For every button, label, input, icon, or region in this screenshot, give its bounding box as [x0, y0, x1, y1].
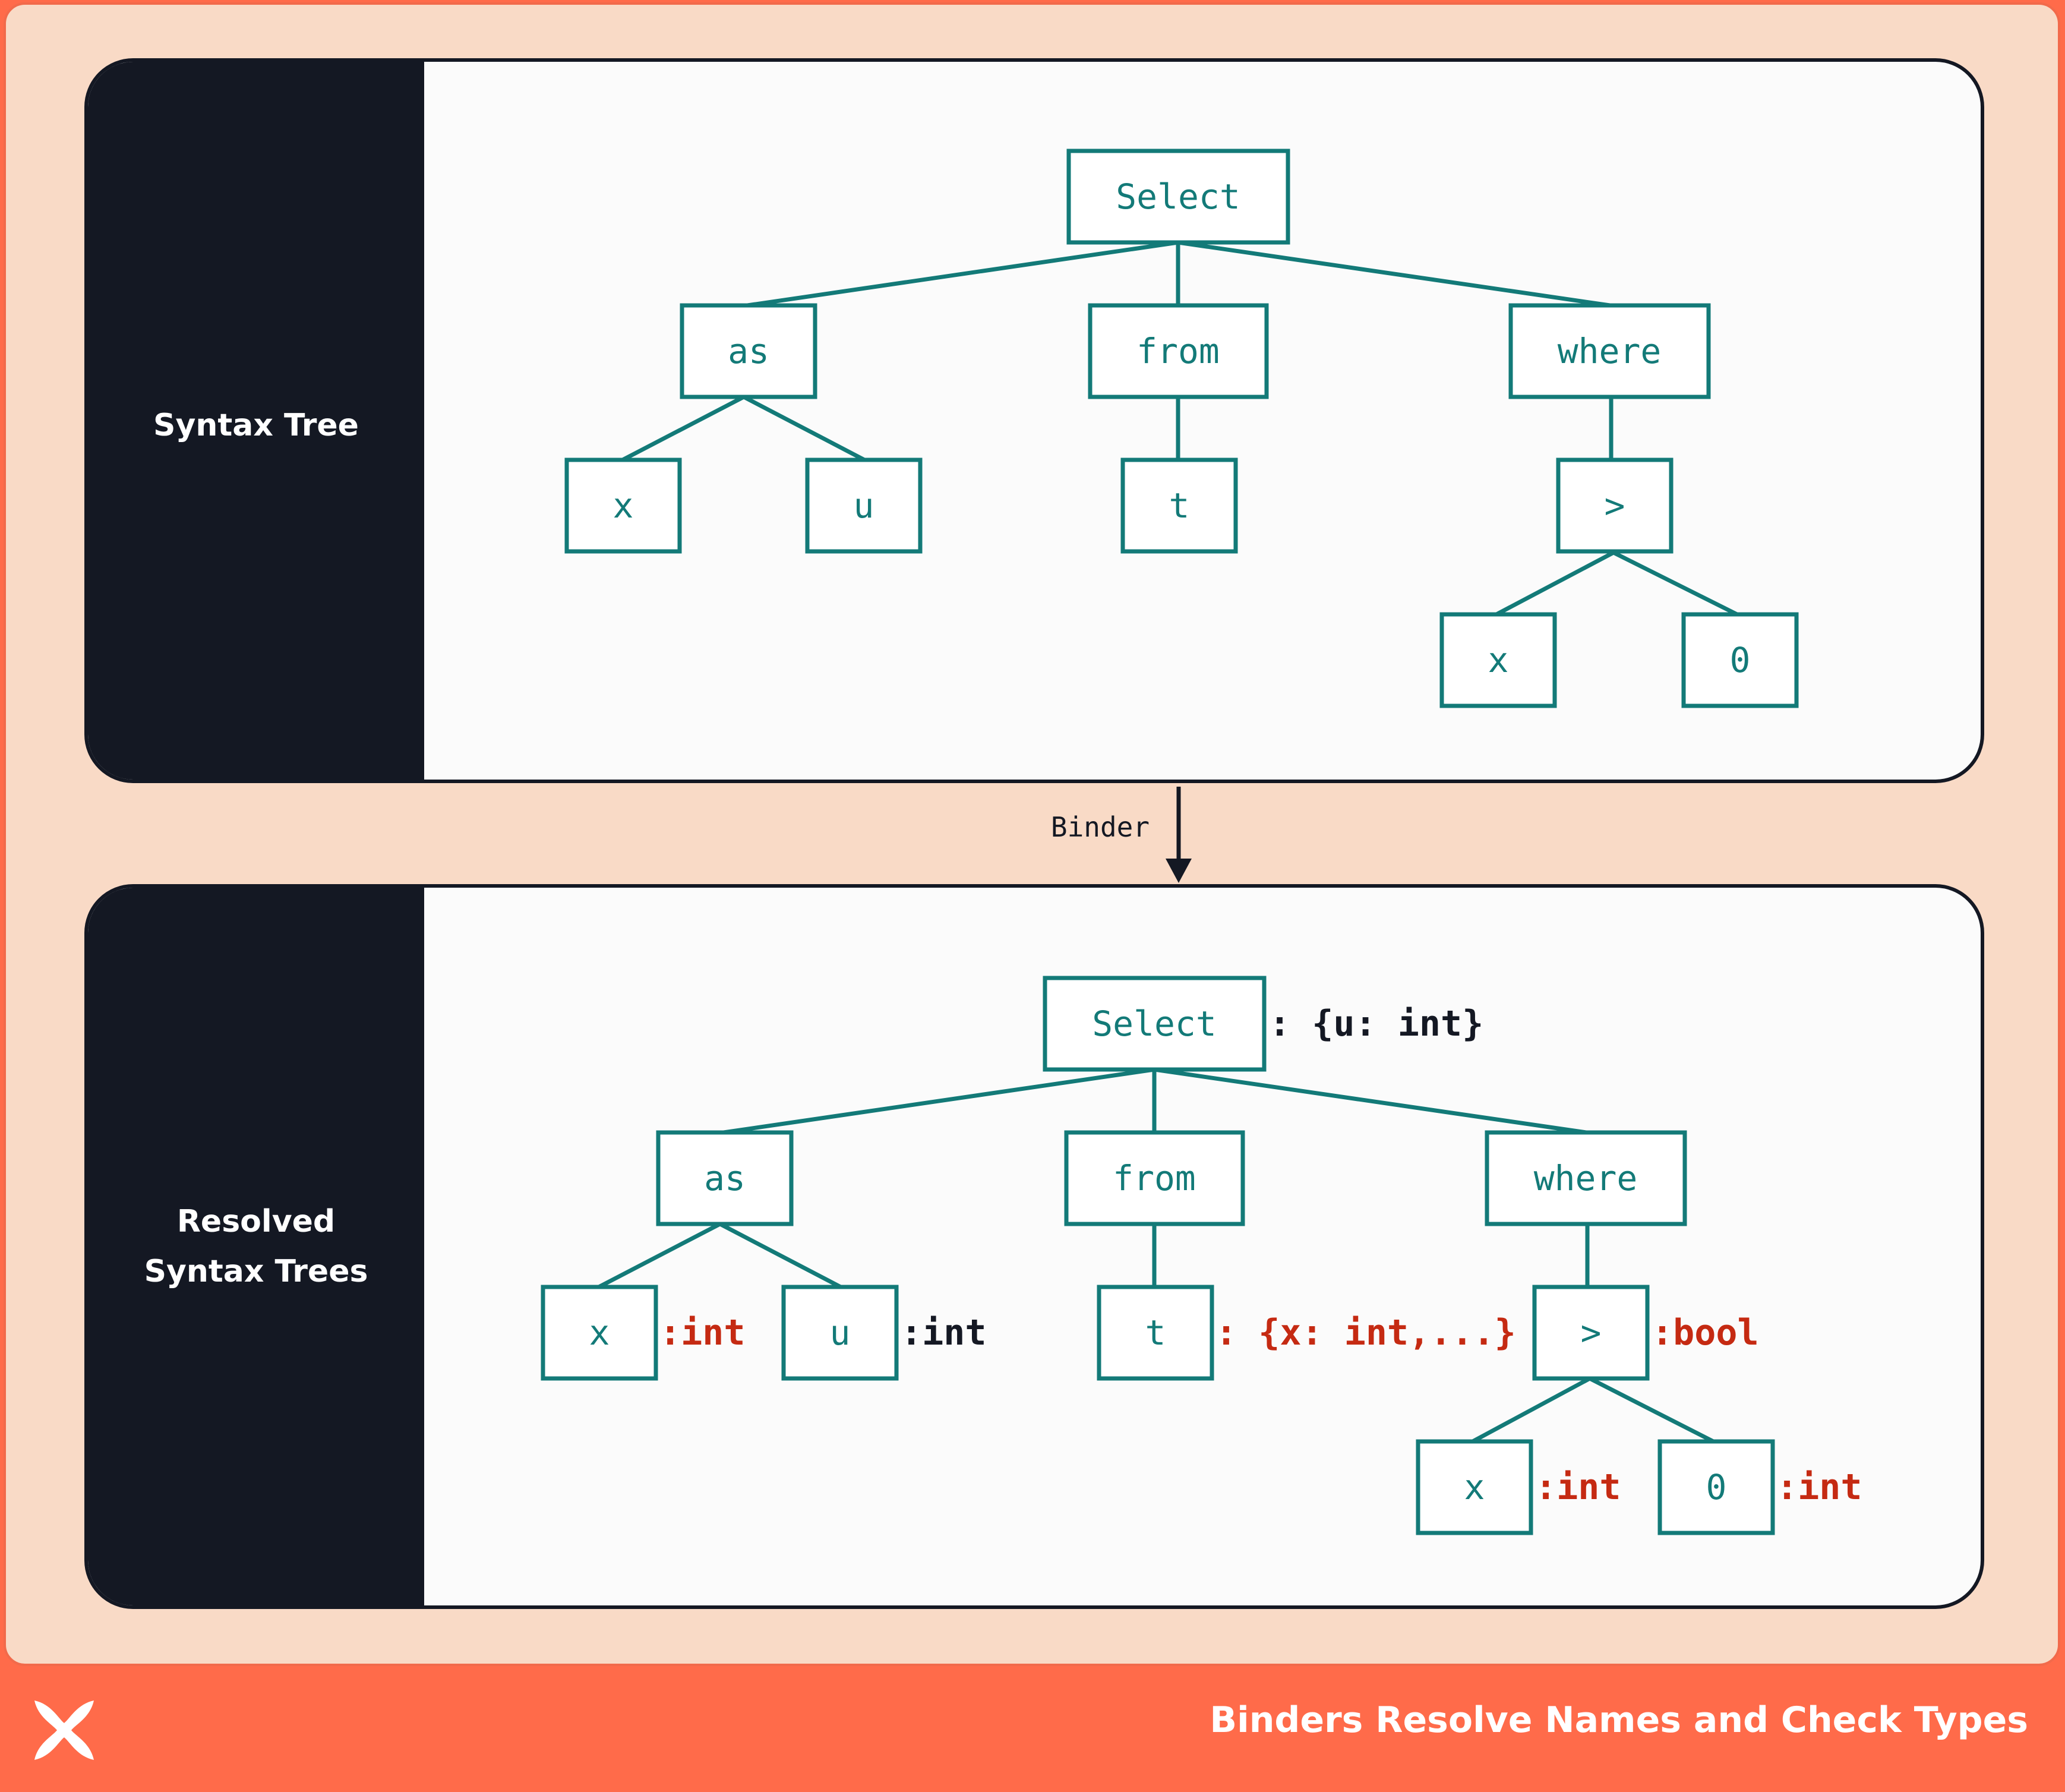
logo-icon [34, 1700, 94, 1760]
edge2-select-as [723, 1067, 1155, 1135]
node-select [1066, 149, 1290, 245]
node2-from-label: from [1113, 1158, 1196, 1198]
binder-label: Binder [1051, 811, 1150, 843]
node2-from [1064, 1130, 1245, 1226]
zero-type-annotation: :int [1776, 1466, 1862, 1508]
binder-arrow-head [1166, 859, 1192, 883]
tree1-nodes [564, 149, 1799, 708]
node2-select [1043, 976, 1267, 1072]
node2-zero [1657, 1439, 1775, 1535]
node2-x-label: x [589, 1313, 610, 1353]
node-t [1120, 458, 1238, 554]
node-as [680, 303, 817, 399]
edge-select-as [747, 240, 1179, 308]
node2-select-label: Select [1092, 1004, 1217, 1044]
node2-where-label: where [1534, 1158, 1638, 1198]
edge2-select-where [1154, 1067, 1587, 1135]
tree2-nodes [541, 976, 1775, 1535]
resolved-tree-label-line1: Resolved [176, 1204, 336, 1239]
node2-t-label: t [1145, 1313, 1166, 1353]
edge-gt-zero [1612, 550, 1738, 617]
node-as-label: as [728, 331, 769, 371]
edge2-gt-zero [1589, 1376, 1714, 1444]
node-u-label: u [854, 485, 874, 526]
node2-x [541, 1285, 658, 1381]
node-x [564, 458, 682, 554]
footer-title: Binders Resolve Names and Check Types [1210, 1699, 2028, 1741]
node-u [805, 458, 923, 554]
node2-x-child [1416, 1439, 1533, 1535]
node2-where [1485, 1130, 1687, 1226]
binder-arrow: Binder [1051, 787, 1192, 883]
tree2-labels: Select as from where x u t > x 0 [589, 1004, 1727, 1507]
node-where-label: where [1558, 331, 1662, 371]
edge-as-u [743, 395, 866, 462]
edge-select-where [1177, 240, 1611, 308]
node2-gt-label: > [1581, 1313, 1602, 1353]
t-type-annotation: : {x: int,...} [1215, 1312, 1516, 1354]
x-child-type-annotation: :int [1535, 1466, 1621, 1508]
node-gt [1556, 458, 1674, 554]
edge-gt-x [1495, 550, 1615, 617]
node-x-label: x [613, 485, 634, 526]
node-select-label: Select [1116, 176, 1240, 217]
tree1-labels: Select as from where x u t > x 0 [613, 176, 1751, 680]
syntax-tree-panel: Syntax Tree [84, 58, 1984, 783]
node2-t [1097, 1285, 1214, 1381]
node-x-child-label: x [1488, 640, 1509, 680]
syntax-tree-label: Syntax Tree [153, 408, 359, 443]
u-type-annotation: :int [901, 1312, 987, 1354]
select-type-annotation: : {u: int} [1269, 1003, 1483, 1045]
edge2-as-u [719, 1222, 842, 1289]
gt-type-annotation: :bool [1652, 1312, 1759, 1354]
node-from [1088, 303, 1269, 399]
node2-x-child-label: x [1464, 1467, 1485, 1507]
node2-u [781, 1285, 899, 1381]
node2-u-label: u [830, 1313, 851, 1353]
type-annotations: : {u: int} :int :int : {x: int,...} :boo… [659, 1003, 1862, 1508]
node2-as [656, 1130, 794, 1226]
node-zero-label: 0 [1730, 640, 1751, 680]
node-gt-label: > [1605, 485, 1625, 526]
node-t-label: t [1169, 485, 1190, 526]
resolved-tree-sidebar: Resolved Syntax Trees [88, 888, 424, 1605]
edge-as-x [621, 395, 745, 462]
tree2-edges [598, 1067, 1714, 1444]
edge2-gt-x [1472, 1376, 1591, 1444]
node2-zero-label: 0 [1706, 1467, 1727, 1507]
node2-as-label: as [704, 1158, 746, 1198]
node-x-child [1439, 612, 1557, 708]
resolved-tree-label-line2: Syntax Trees [144, 1254, 368, 1289]
node-where [1508, 303, 1711, 399]
x-type-annotation: :int [659, 1312, 746, 1354]
edge2-as-x [598, 1222, 721, 1289]
syntax-tree-sidebar: Syntax Tree [88, 62, 424, 780]
node-from-label: from [1136, 331, 1220, 371]
node-zero [1681, 612, 1799, 708]
tree1-edges [621, 240, 1738, 617]
node2-gt [1532, 1285, 1650, 1381]
